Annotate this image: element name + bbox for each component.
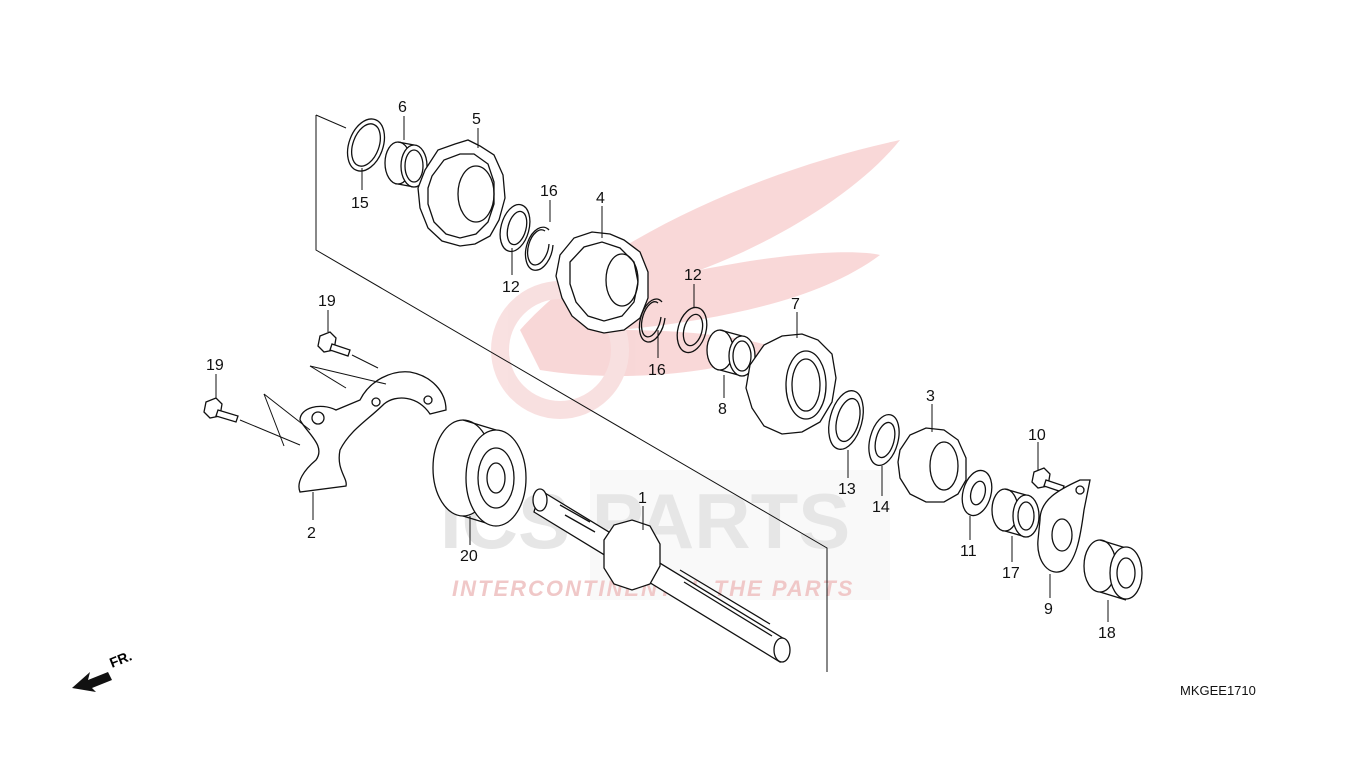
part-8-needle-bearing — [706, 329, 756, 377]
callout-19b: 19 — [206, 357, 224, 374]
part-20-ball-bearing — [432, 419, 527, 527]
front-direction-arrow-icon: FR. — [72, 647, 134, 692]
part-16b-circlip — [638, 298, 666, 343]
callout-12b: 12 — [684, 267, 702, 284]
part-15-circlip — [346, 118, 386, 172]
callout-18: 18 — [1098, 625, 1116, 642]
part-5-gear — [417, 139, 506, 247]
callout-13: 13 — [838, 481, 856, 498]
bolt-guide-lines — [239, 354, 387, 447]
part-12b-washer — [676, 306, 708, 354]
part-12-washer — [499, 203, 531, 253]
callout-16b: 16 — [648, 362, 666, 379]
callout-11: 11 — [960, 543, 977, 560]
part-9-plate — [1037, 479, 1091, 573]
front-marker-label: FR. — [107, 647, 134, 670]
part-18-ball-bearing — [1083, 539, 1143, 601]
diagram-reference-code: MKGEE1710 — [1180, 683, 1256, 698]
callout-2: 2 — [307, 525, 316, 542]
callout-1: 1 — [638, 490, 647, 507]
part-11-washer — [961, 469, 993, 517]
part-19-bolt-upper — [317, 331, 351, 357]
part-7-gear — [745, 333, 837, 435]
callout-5: 5 — [472, 111, 481, 128]
callout-14: 14 — [872, 499, 890, 516]
part-16-circlip — [524, 226, 554, 271]
callout-16: 16 — [540, 183, 558, 200]
callout-3: 3 — [926, 388, 935, 405]
part-2-bracket — [298, 371, 447, 493]
part-19-bolt-lower — [203, 397, 239, 423]
part-14-washer — [868, 413, 900, 467]
callout-10: 10 — [1028, 427, 1046, 444]
part-6-bushing — [384, 141, 428, 188]
part-3-gear — [897, 427, 967, 503]
part-17-needle-bearing — [991, 488, 1040, 538]
callout-9: 9 — [1044, 601, 1053, 618]
part-4-gear — [555, 231, 649, 334]
callout-4: 4 — [596, 190, 605, 207]
leader-lines — [215, 116, 1109, 622]
callout-17: 17 — [1002, 565, 1020, 582]
callout-7: 7 — [791, 296, 800, 313]
callout-12: 12 — [502, 279, 520, 296]
callout-20: 20 — [460, 548, 478, 565]
callout-labels: 6 5 15 16 4 12 12 7 16 8 3 13 14 10 11 1… — [206, 99, 1116, 642]
part-13-washer — [828, 390, 864, 450]
callout-15: 15 — [351, 195, 369, 212]
part-1-main-shaft — [532, 488, 791, 664]
callout-6: 6 — [398, 99, 407, 116]
callout-8: 8 — [718, 401, 727, 418]
assembly-frame — [315, 114, 828, 672]
callout-19: 19 — [318, 293, 336, 310]
part-10-bolt — [1031, 467, 1065, 493]
